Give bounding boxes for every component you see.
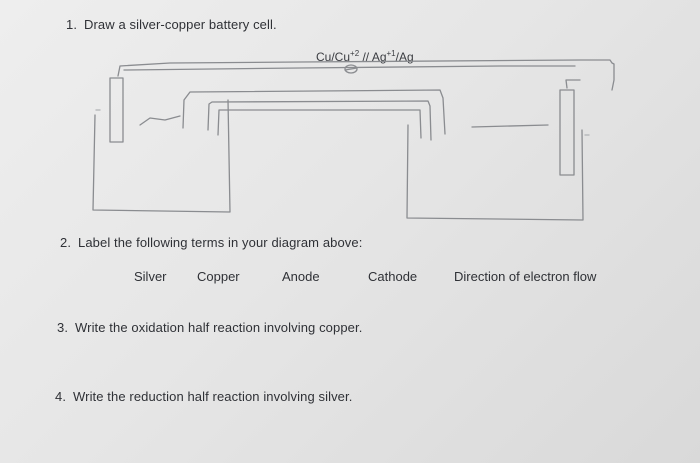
question-1: 1. Draw a silver-copper battery cell. (66, 17, 277, 32)
left-solution-line (139, 115, 181, 126)
salt-bridge-outer (182, 89, 446, 135)
right-beaker (406, 124, 584, 221)
question-4-text: Write the reduction half reaction involv… (73, 389, 353, 404)
term-direction-of-electron-flow: Direction of electron flow (454, 269, 597, 284)
top-wire-inner (123, 65, 576, 71)
term-silver: Silver (134, 269, 167, 284)
term-cathode: Cathode (368, 269, 418, 284)
cell-notation-right: /Ag (395, 50, 414, 64)
term-copper: Copper (197, 269, 240, 284)
question-3-text: Write the oxidation half reaction involv… (75, 320, 363, 335)
right-solution-line (471, 124, 549, 128)
question-2-number: 2. (60, 235, 72, 250)
question-1-number: 1. (66, 17, 78, 32)
salt-bridge-inner (207, 100, 432, 141)
question-4-number: 4. (55, 389, 67, 404)
cell-notation-left-charge: +2 (350, 49, 360, 58)
voltmeter-symbol (344, 64, 358, 74)
question-2-text: Label the following terms in your diagra… (78, 235, 363, 250)
top-wire (117, 59, 615, 91)
cell-notation-left: Cu/Cu (316, 50, 351, 64)
question-3: 3. Write the oxidation half reaction invo… (57, 320, 362, 335)
right-electrode (559, 89, 575, 176)
right-electrode-wire (565, 79, 581, 89)
cell-notation-middle: // Ag (359, 50, 387, 64)
cell-notation: Cu/Cu+2 // Ag+1/Ag (316, 49, 414, 64)
cell-notation-right-charge: +1 (386, 49, 396, 58)
question-1-text: Draw a silver-copper battery cell. (84, 17, 277, 32)
left-beaker (92, 99, 231, 213)
question-4: 4. Write the reduction half reaction invo… (55, 389, 352, 404)
salt-bridge-inner-2 (217, 109, 422, 139)
question-3-number: 3. (57, 320, 69, 335)
question-2: 2. Label the following terms in your diag… (60, 235, 362, 250)
voltmeter-line (344, 67, 358, 71)
left-electrode (109, 77, 124, 143)
term-anode: Anode (282, 269, 320, 284)
